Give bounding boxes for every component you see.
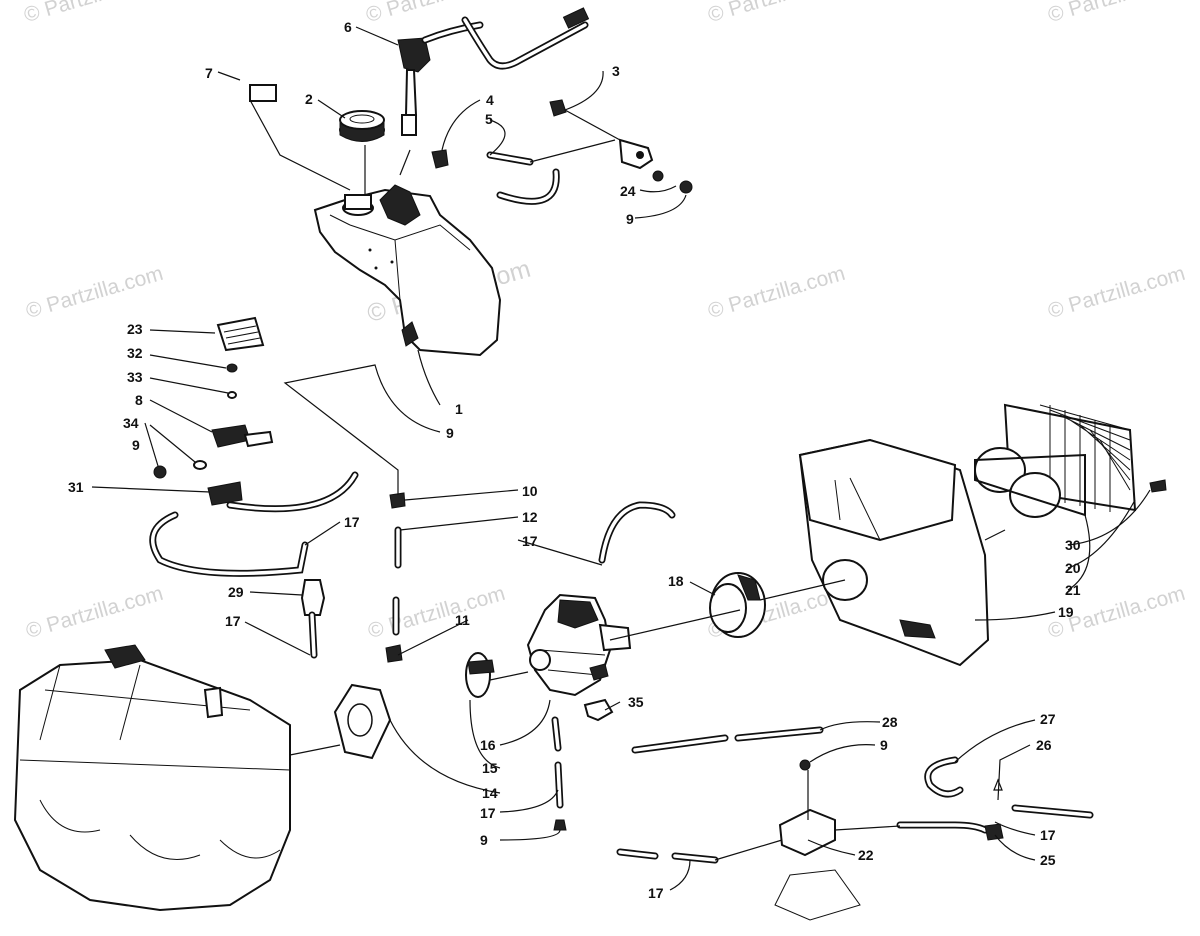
carb-jet <box>583 698 614 722</box>
callout-4: 4 <box>486 92 494 108</box>
vent-bracket <box>549 99 693 194</box>
callout-34: 34 <box>123 415 139 431</box>
callout-2: 2 <box>305 91 313 107</box>
callout-6: 6 <box>344 19 352 35</box>
callout-35: 35 <box>628 694 644 710</box>
callout-26: 26 <box>1036 737 1052 753</box>
callout-17: 17 <box>522 533 538 549</box>
fuel-sender <box>397 7 590 136</box>
callout-32: 32 <box>127 345 143 361</box>
fuel-line-clamps <box>385 492 406 663</box>
decal <box>249 84 277 102</box>
callout-5: 5 <box>485 111 493 127</box>
fuel-filter <box>300 579 326 659</box>
carb-drain-hose <box>551 716 567 831</box>
callout-12: 10 <box>522 483 538 499</box>
intake-horns <box>974 403 1167 518</box>
callout-21: 21 <box>1065 582 1081 598</box>
callout-14: 14 <box>482 785 498 801</box>
oil-lines <box>616 726 1094 864</box>
callout-18: 18 <box>668 573 684 589</box>
callout-24: 24 <box>620 183 636 199</box>
callout-20: 20 <box>1065 560 1081 576</box>
callout-31: 31 <box>68 479 84 495</box>
callout-16: 16 <box>480 737 496 753</box>
callout-19: 19 <box>1058 604 1074 620</box>
carb-top-hose <box>598 501 676 564</box>
callout-15: 15 <box>482 760 498 776</box>
callout-17: 17 <box>1040 827 1056 843</box>
oil-pump <box>774 759 861 921</box>
callout-12: 11 <box>455 612 470 628</box>
tank-cap <box>339 110 385 142</box>
callout-29: 29 <box>228 584 244 600</box>
callout-25: 25 <box>1040 852 1056 868</box>
carb-clamp <box>465 652 495 698</box>
callout-22: 22 <box>858 847 874 863</box>
engine-block <box>13 644 291 912</box>
callout-28: 28 <box>882 714 898 730</box>
fuel-tank <box>313 184 502 357</box>
callout-13: 12 <box>522 509 538 525</box>
callout-17: 17 <box>480 805 496 821</box>
callout-17: 17 <box>225 613 241 629</box>
callout-9: 9 <box>132 437 140 453</box>
callouts: 6 7 2 3 4 5 24 9 1 9 23 32 33 8 34 9 31 … <box>68 19 1081 901</box>
fuel-pump-bracket <box>149 316 359 577</box>
leader-lines <box>91 26 1151 891</box>
air-intake-boot <box>709 572 766 638</box>
callout-8: 8 <box>135 392 143 408</box>
callout-33: 33 <box>127 369 143 385</box>
callout-9: 9 <box>626 211 634 227</box>
vent-line <box>431 149 560 205</box>
callout-10: 9 <box>480 832 488 848</box>
callout-27: 27 <box>1040 711 1056 727</box>
callout-9: 9 <box>880 737 888 753</box>
intake-flange <box>333 683 392 760</box>
carburetor <box>526 593 632 697</box>
callout-17: 17 <box>344 514 360 530</box>
callout-17: 17 <box>648 885 664 901</box>
callout-1: 1 <box>455 401 463 417</box>
callout-30: 30 <box>1065 537 1081 553</box>
callout-11: 9 <box>446 425 454 441</box>
callout-3: 3 <box>612 63 620 79</box>
air-silencer <box>798 438 990 667</box>
callout-23: 23 <box>127 321 143 337</box>
callout-7: 7 <box>205 65 213 81</box>
